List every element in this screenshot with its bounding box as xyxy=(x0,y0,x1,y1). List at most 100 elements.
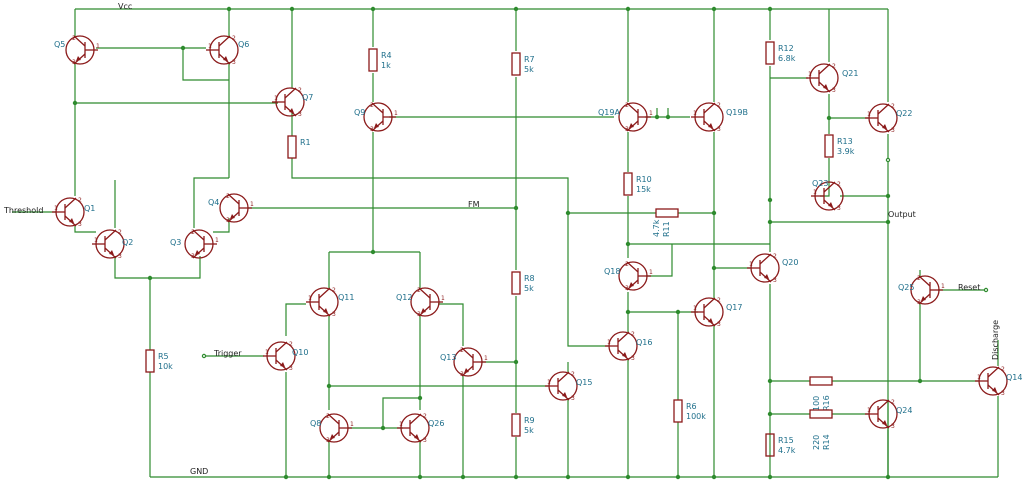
resistor-value-r4: 1k xyxy=(381,61,391,70)
junction-dot xyxy=(380,425,386,431)
pin-label: 3 xyxy=(571,395,575,402)
transistor-ref-q26: Q26 xyxy=(428,419,444,428)
resistor-ref-r12: R12 xyxy=(778,44,794,53)
pin-label: 2 xyxy=(625,102,629,109)
pin-label: 1 xyxy=(649,110,653,117)
pin-label: 1 xyxy=(749,261,753,268)
pin-label: 1 xyxy=(274,95,278,102)
transistor-ref-q17: Q17 xyxy=(726,303,742,312)
pin-label: 1 xyxy=(649,269,653,276)
junction-dot xyxy=(625,241,631,247)
resistor-ref-r8: R8 xyxy=(524,274,535,283)
wire xyxy=(213,218,230,233)
wire xyxy=(285,303,306,336)
pin-label: 2 xyxy=(631,331,635,338)
resistor-ref-r16: R16 xyxy=(822,395,831,411)
pin-label: 3 xyxy=(78,221,82,228)
pin-label: 3 xyxy=(226,217,230,224)
junction-dot xyxy=(767,197,773,203)
resistor-value-r10: 15k xyxy=(636,185,651,194)
pin-label: 1 xyxy=(867,111,871,118)
pin-label: 2 xyxy=(1001,366,1005,373)
trigger-port xyxy=(201,353,207,359)
junction-dot xyxy=(767,378,773,384)
junction-dot xyxy=(460,474,466,480)
resistor-ref-r5: R5 xyxy=(158,352,169,361)
transistor-ref-q21: Q21 xyxy=(842,69,858,78)
pin-label: 3 xyxy=(717,126,721,133)
transistor-ref-q14: Q14 xyxy=(1006,373,1022,382)
junction-dot xyxy=(767,219,773,225)
pin-label: 3 xyxy=(1001,390,1005,397)
pin-label: 3 xyxy=(625,126,629,133)
wire xyxy=(646,244,673,277)
junction-dot xyxy=(675,474,681,480)
junction-dot xyxy=(565,210,571,216)
resistor-value-r8: 5k xyxy=(524,284,534,293)
wire xyxy=(114,256,201,279)
junction-dot xyxy=(711,474,717,480)
junction-dot xyxy=(565,474,571,480)
pin-label: 2 xyxy=(837,181,841,188)
pin-label: 3 xyxy=(832,87,836,94)
pin-label: 1 xyxy=(308,295,312,302)
resistor-value-r5: 10k xyxy=(158,362,173,371)
net-label-fm: FM xyxy=(468,200,480,209)
junction-dot xyxy=(826,115,832,121)
transistor-ref-q12: Q12 xyxy=(396,293,412,302)
pin-label: 3 xyxy=(118,253,122,260)
pin-label: 2 xyxy=(891,399,895,406)
pin-label: 3 xyxy=(631,355,635,362)
wire xyxy=(627,292,698,313)
pin-label: 2 xyxy=(118,229,122,236)
pin-label: 3 xyxy=(326,437,330,444)
transistor-ref-q20: Q20 xyxy=(782,258,798,267)
transistor-ref-q23: Q23 xyxy=(812,179,828,188)
junction-dot xyxy=(180,45,186,51)
pin-label: 1 xyxy=(484,355,488,362)
resistor-ref-r10: R10 xyxy=(636,175,652,184)
pin-label: 2 xyxy=(232,35,236,42)
pin-label: 2 xyxy=(370,102,374,109)
net-label-output: Output xyxy=(888,210,916,219)
resistor-value-r11: 4.7k xyxy=(652,219,661,237)
pin-label: 3 xyxy=(891,127,895,134)
pin-label: 1 xyxy=(441,295,445,302)
resistor-ref-r11: R11 xyxy=(662,221,671,237)
pin-label: 2 xyxy=(423,413,427,420)
net-label-reset: Reset xyxy=(958,283,980,292)
junction-dot xyxy=(767,411,773,417)
transistor-ref-q7: Q7 xyxy=(302,93,313,102)
junction-dot xyxy=(625,474,631,480)
resistor-ref-r1: R1 xyxy=(300,138,311,147)
pin-label: 1 xyxy=(265,349,269,356)
transistor-ref-q16: Q16 xyxy=(636,338,652,347)
transistor-ref-q19b: Q19B xyxy=(726,108,748,117)
pin-label: 3 xyxy=(332,311,336,318)
junction-dot xyxy=(625,6,631,12)
pin-label: 3 xyxy=(289,365,293,372)
pin-label: 1 xyxy=(94,237,98,244)
transistor-ref-q18: Q18 xyxy=(604,267,620,276)
wire xyxy=(438,303,464,346)
junction-dot xyxy=(326,383,332,389)
pin-label: 1 xyxy=(350,421,354,428)
output-port xyxy=(885,157,891,163)
wire xyxy=(382,397,420,428)
transistor-ref-q10: Q10 xyxy=(292,348,308,357)
